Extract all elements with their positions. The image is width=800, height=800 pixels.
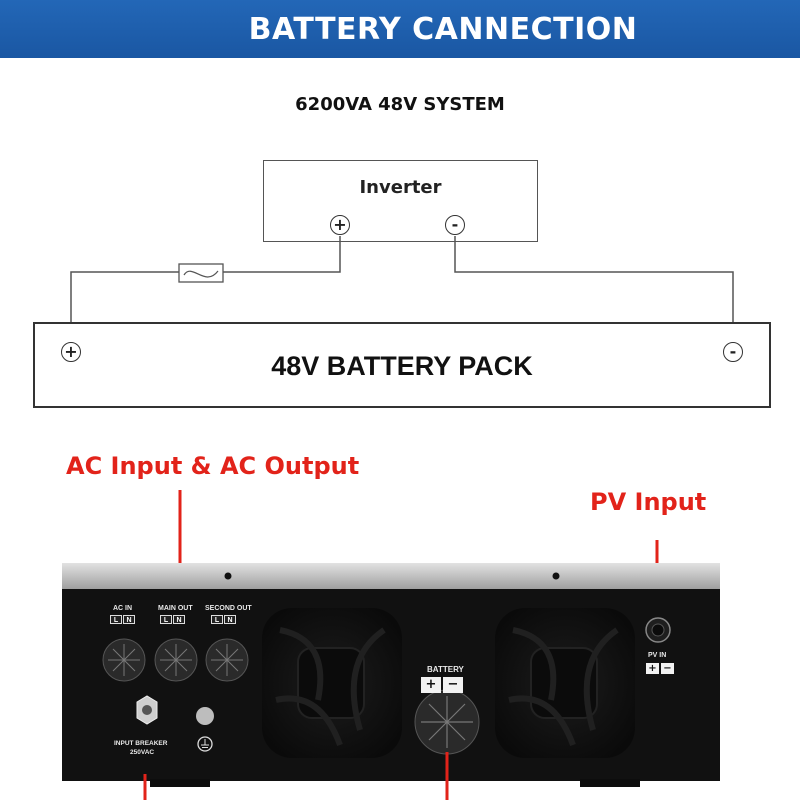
system-subtitle: 6200VA 48V SYSTEM — [295, 94, 505, 115]
battery-plus-terminal: + — [421, 677, 441, 693]
pv-terminals: + − — [646, 663, 674, 674]
banner-title: BATTERY CANNECTION — [248, 11, 638, 47]
fuse-icon — [178, 263, 224, 283]
left-fan — [262, 608, 402, 758]
ac-knockouts — [102, 638, 249, 682]
pv-in-label: PV IN — [648, 652, 667, 659]
inverter-positive-terminal-icon: + — [330, 215, 350, 235]
header-banner: BATTERY CANNECTION — [0, 0, 800, 58]
battery-knockout — [414, 689, 480, 755]
ac-in-label: AC IN — [113, 605, 133, 612]
right-fan — [495, 608, 635, 758]
terminal-l: L — [110, 615, 122, 624]
terminal-l: L — [160, 615, 172, 624]
inverter-box: Inverter — [263, 160, 538, 242]
battery-negative-terminal-icon: - — [723, 342, 743, 362]
second-out-label: SECOND OUT — [205, 605, 252, 612]
battery-pack-box: 48V BATTERY PACK — [33, 322, 771, 408]
ground-icon — [197, 736, 213, 752]
indicator-led — [196, 707, 214, 725]
terminal-l: L — [211, 615, 223, 624]
inverter-negative-terminal-icon: - — [445, 215, 465, 235]
battery-terminals: + − — [421, 677, 463, 693]
terminal-n: N — [224, 615, 236, 624]
battery-positive-terminal-icon: + — [61, 342, 81, 362]
pv-knockout — [645, 617, 671, 643]
panel-top-lid — [62, 563, 720, 591]
ac-callout: AC Input & AC Output — [66, 452, 360, 480]
terminal-n: N — [123, 615, 135, 624]
battery-pack-label: 48V BATTERY PACK — [271, 351, 533, 381]
pv-plus-terminal: + — [646, 663, 659, 674]
pv-minus-terminal: − — [661, 663, 674, 674]
main-out-label: MAIN OUT — [158, 605, 193, 612]
terminal-n: N — [173, 615, 185, 624]
breaker-rating-label: 250VAC — [130, 749, 155, 756]
battery-panel-label: BATTERY — [427, 665, 464, 674]
pv-callout: PV Input — [590, 488, 707, 516]
input-breaker-label: INPUT BREAKER — [114, 740, 168, 747]
inverter-label: Inverter — [359, 177, 442, 198]
battery-minus-terminal: − — [443, 677, 463, 693]
negative-wire — [454, 236, 734, 322]
input-breaker-icon — [136, 695, 158, 725]
